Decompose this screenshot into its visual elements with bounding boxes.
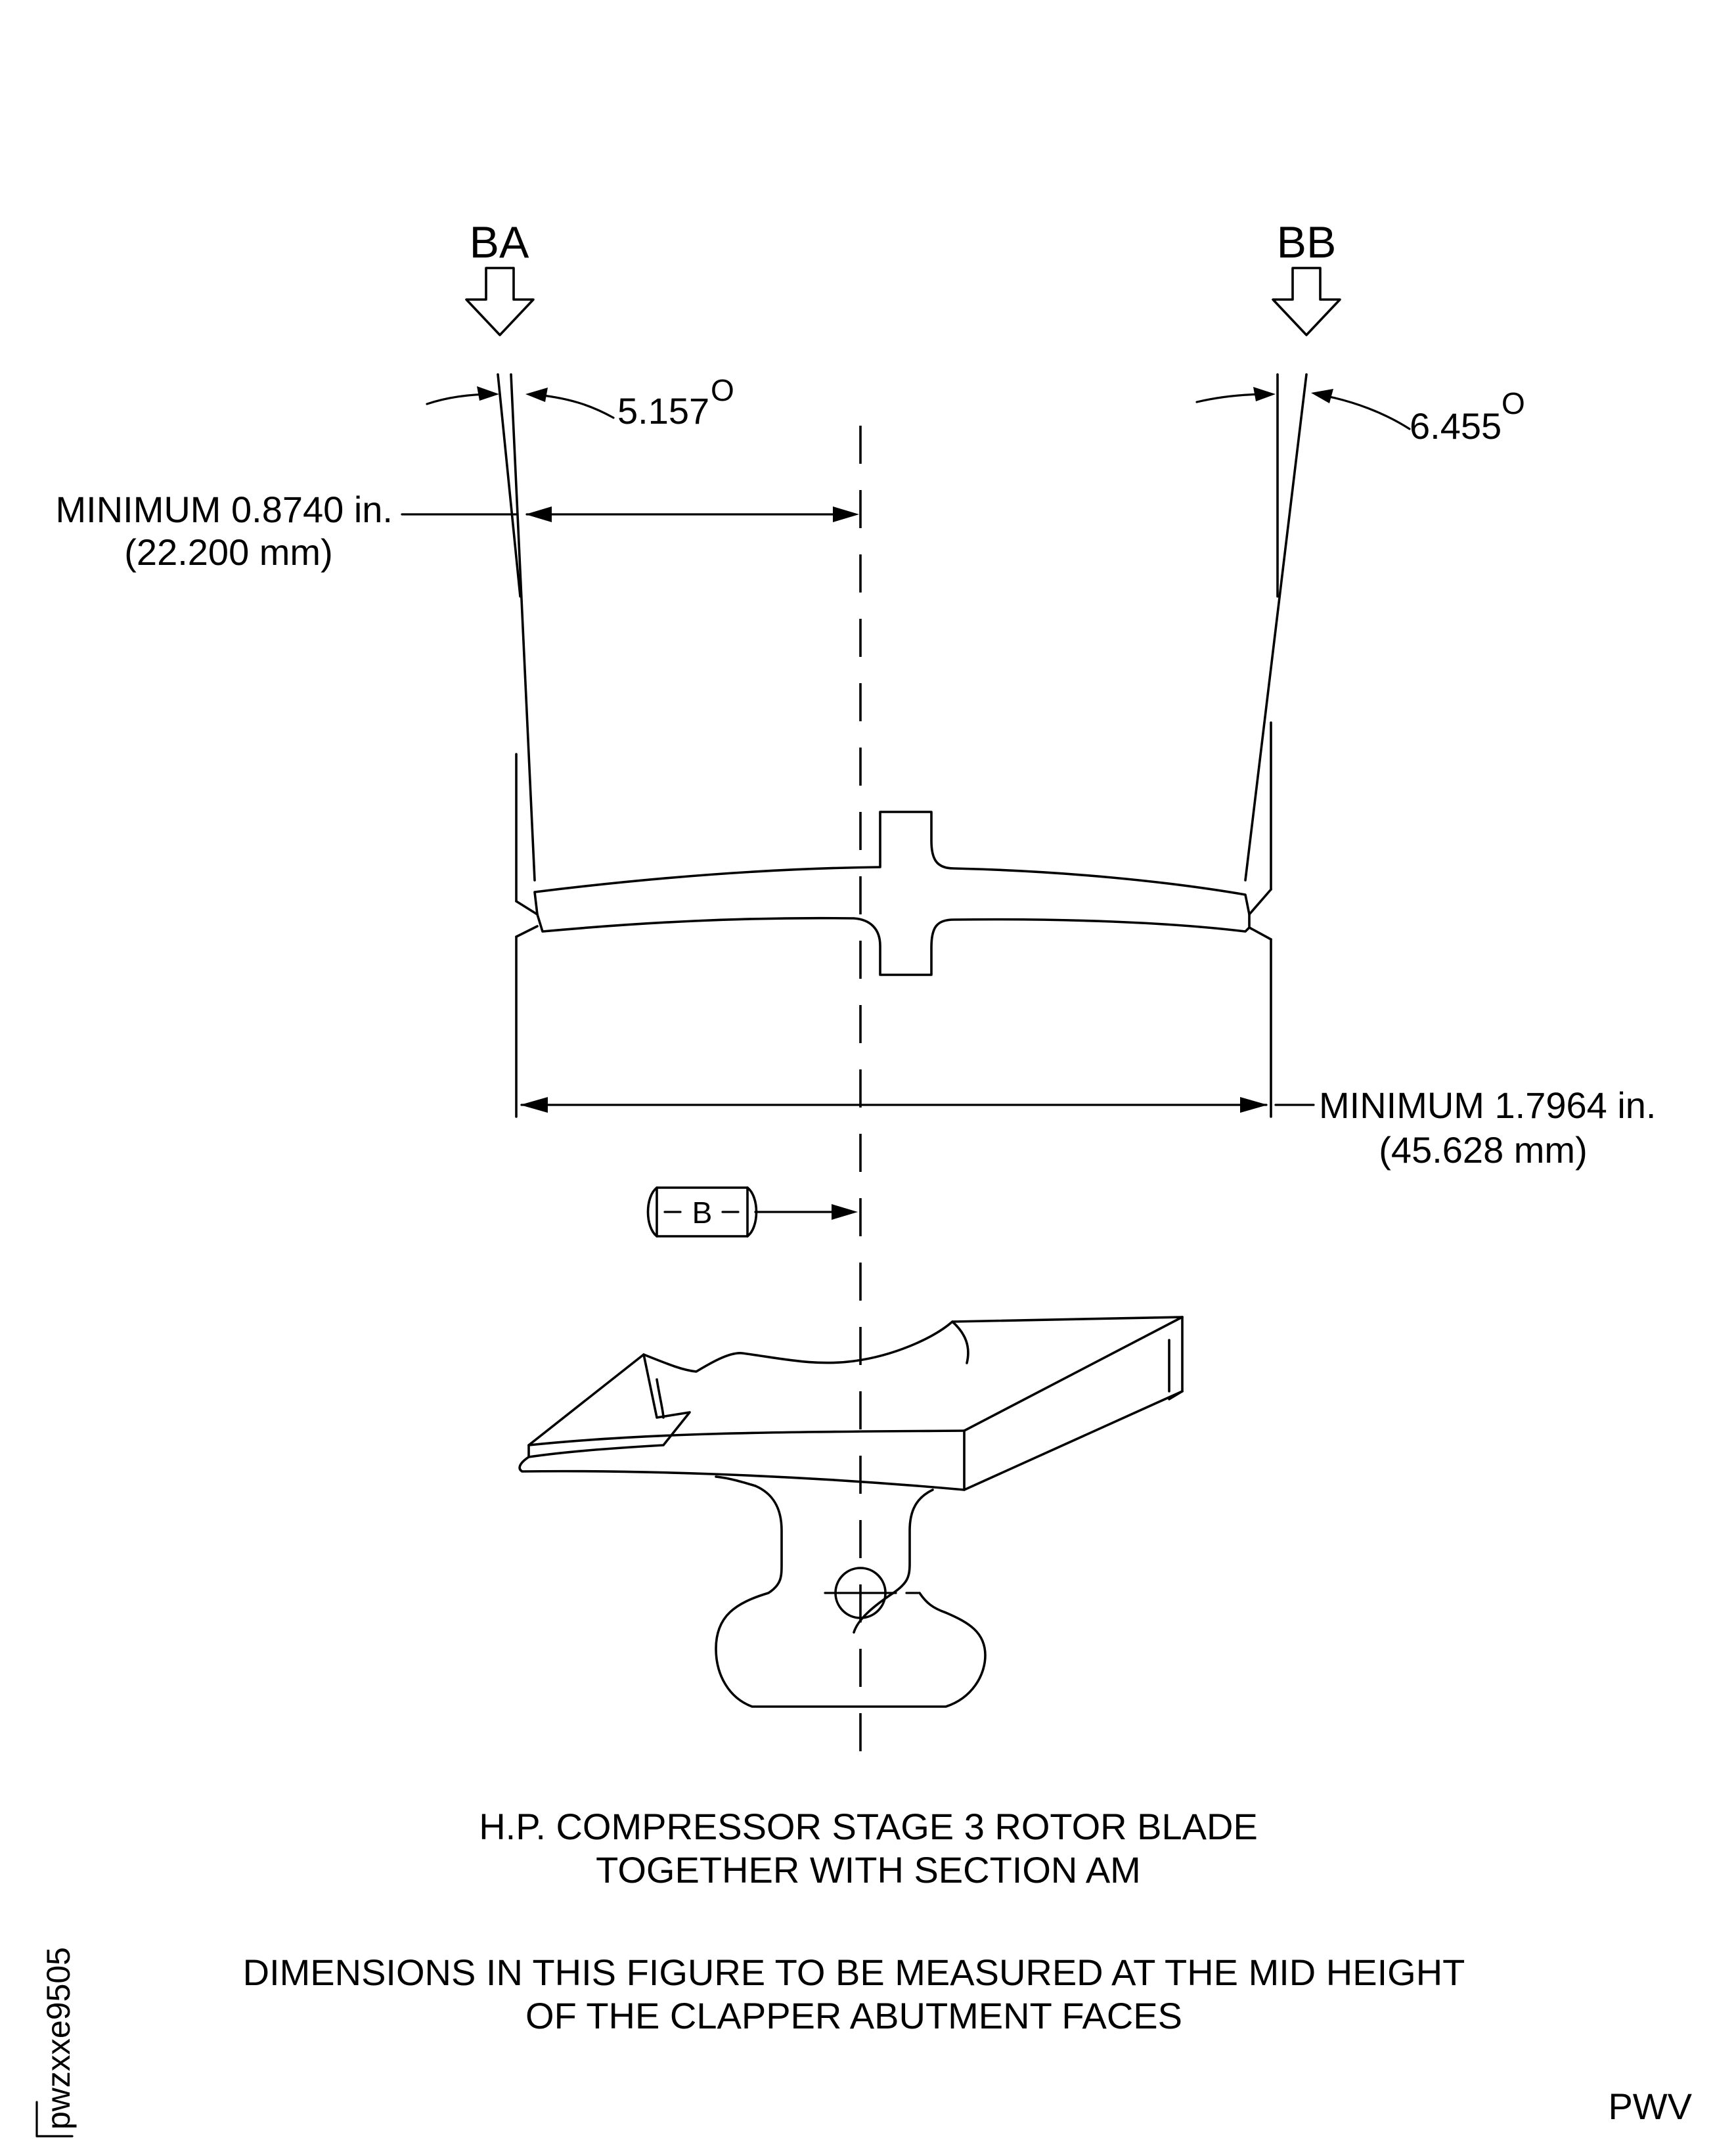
note-line-2: OF THE CLAPPER ABUTMENT FACES [525, 1995, 1182, 2036]
dimension-bottom-metric: (45.628 mm) [1379, 1129, 1587, 1171]
view-arrow-ba-shape [465, 267, 535, 336]
footer-code: PWV [1608, 2086, 1692, 2127]
dimension-bottom: MINIMUM 1.7964 in. (45.628 mm) [520, 1085, 1657, 1171]
angle-value-left: 5.157 [617, 390, 709, 432]
angle-callout-left: 5.157 O [426, 373, 734, 432]
figure-id-text: pwzxxe9505 [40, 1947, 77, 2130]
dimension-top-metric: (22.200 mm) [124, 531, 332, 573]
view-arrow-bb-shape [1272, 267, 1341, 336]
dimension-top: MINIMUM 0.8740 in. (22.200 mm) [56, 489, 859, 573]
angle-value-right: 6.455 [1410, 405, 1502, 447]
caption-line-2: TOGETHER WITH SECTION AM [596, 1849, 1141, 1891]
right-abutment-face [1244, 373, 1308, 1118]
dimension-top-value: MINIMUM 0.8740 in. [56, 489, 393, 530]
caption-line-1: H.P. COMPRESSOR STAGE 3 ROTOR BLADE [479, 1806, 1258, 1847]
view-arrow-bb: BB [1272, 217, 1341, 336]
snubber-section [533, 811, 1251, 976]
degree-mark-right: O [1502, 386, 1525, 420]
note-line-1: DIMENSIONS IN THIS FIGURE TO BE MEASURED… [243, 1952, 1465, 1993]
angle-callout-right: 6.455 O [1195, 386, 1525, 447]
left-abutment-face [497, 373, 539, 1118]
view-label-ba: BA [470, 217, 529, 267]
datum-letter: B [692, 1196, 713, 1230]
figure-id: pwzxxe9505 [35, 1947, 77, 2138]
view-label-bb: BB [1277, 217, 1337, 267]
datum-b-symbol: B [646, 1186, 858, 1238]
dimension-bottom-value: MINIMUM 1.7964 in. [1319, 1085, 1657, 1126]
degree-mark-left: O [711, 373, 734, 407]
rotor-blade-view [518, 1316, 1184, 1708]
view-arrow-ba: BA [465, 217, 535, 336]
